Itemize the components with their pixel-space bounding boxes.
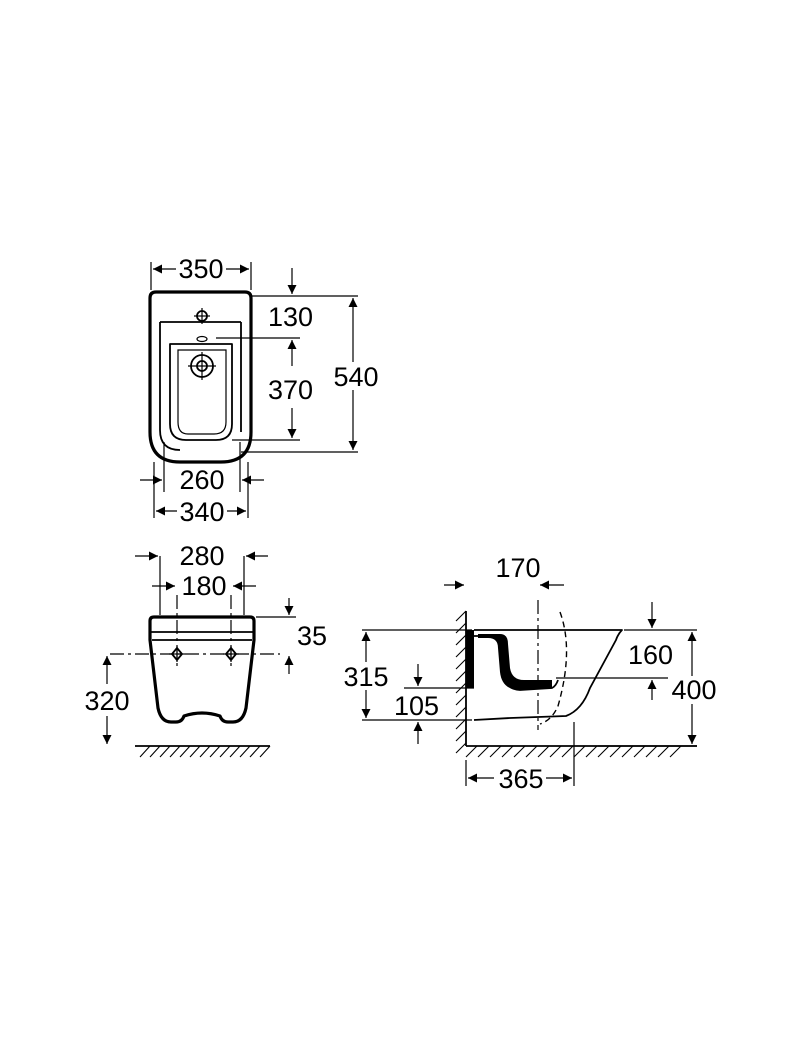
dim-160: 160 (628, 640, 673, 670)
front-view-outline (148, 615, 256, 724)
tap-hole-icon (194, 308, 210, 324)
drain-icon (188, 352, 216, 380)
dim-280: 280 (179, 541, 224, 571)
dim-35: 35 (297, 621, 327, 651)
dim-370: 370 (268, 375, 313, 405)
dim-350: 350 (178, 254, 223, 284)
waste-pipe (478, 634, 552, 690)
top-view-bowl (169, 343, 233, 441)
dim-260: 260 (179, 465, 224, 495)
wall-bracket (466, 630, 474, 688)
dim-315: 315 (343, 662, 388, 692)
top-view: 350 130 370 540 260 340 (140, 254, 383, 527)
dim-400: 400 (671, 675, 716, 705)
front-view: 280 180 35 320 (84, 541, 327, 758)
side-view: 170 160 400 315 105 365 (340, 553, 722, 794)
dim-365: 365 (498, 764, 543, 794)
dim-130: 130 (268, 302, 313, 332)
dim-170: 170 (495, 553, 540, 583)
dim-340: 340 (179, 497, 224, 527)
dim-180: 180 (181, 571, 226, 601)
side-view-outline (473, 629, 623, 721)
dim-105: 105 (394, 691, 439, 721)
dim-320: 320 (84, 686, 129, 716)
dim-540: 540 (333, 362, 378, 392)
